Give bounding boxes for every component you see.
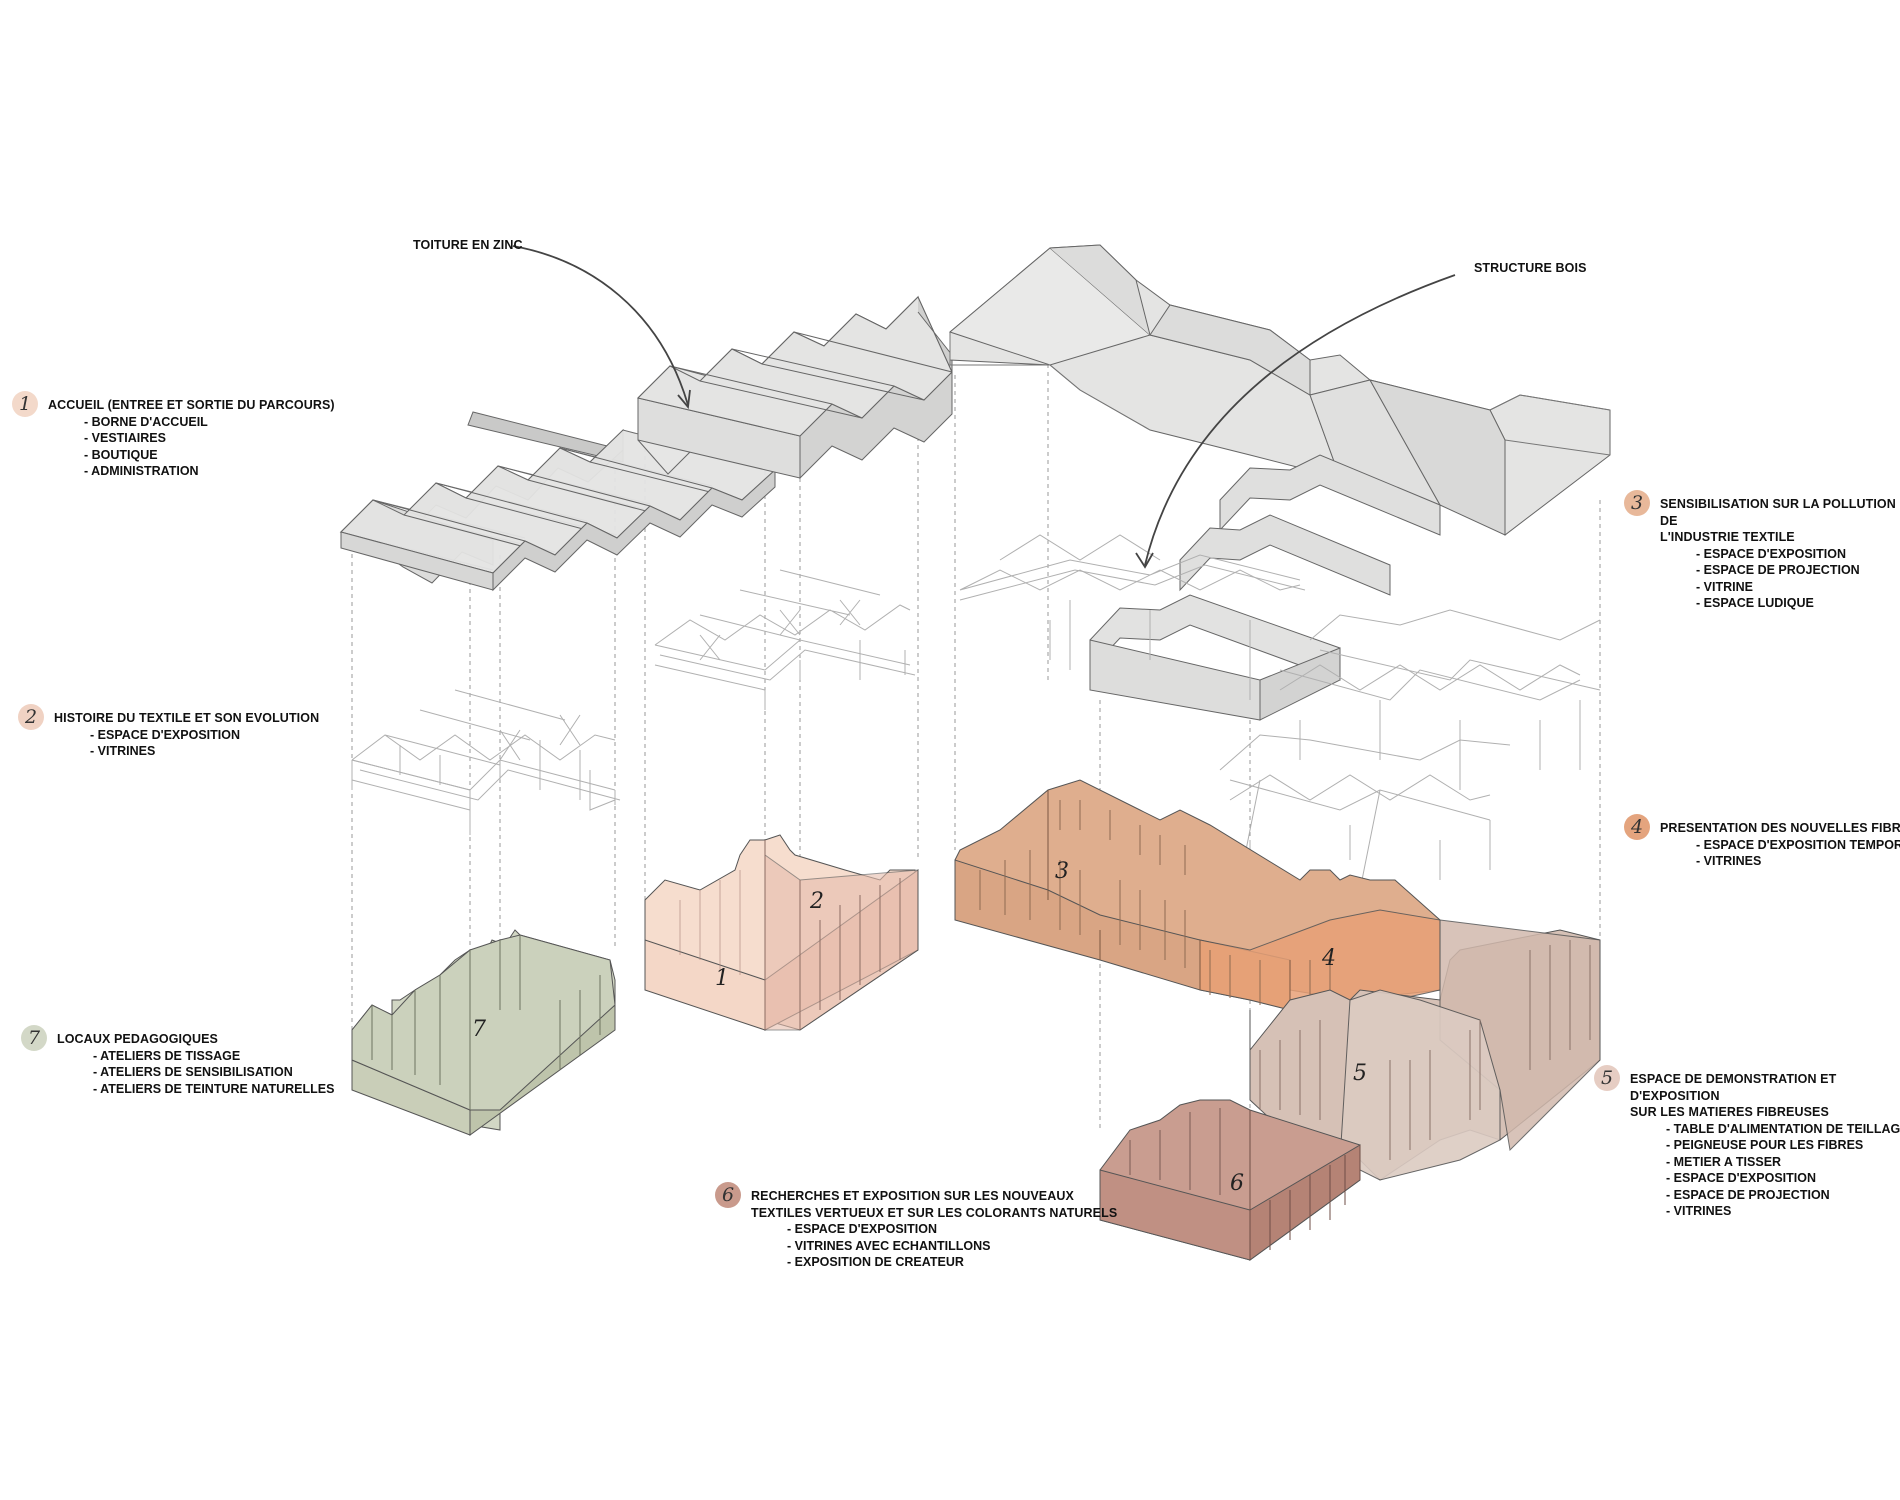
building-7-volume bbox=[351, 929, 616, 1136]
wood-structure-trusses bbox=[351, 534, 1601, 891]
legend-4: 4 PRESENTATION DES NOUVELLES FIBRES ESPA… bbox=[1624, 814, 1900, 870]
legend-item: BOUTIQUE bbox=[84, 447, 335, 464]
legend-6: 6 RECHERCHES ET EXPOSITION SUR LES NOUVE… bbox=[715, 1182, 1118, 1271]
legend-title-7: LOCAUX PEDAGOGIQUES bbox=[57, 1032, 218, 1046]
legend-item: ADMINISTRATION bbox=[84, 463, 335, 480]
legend-item: ESPACE DE PROJECTION bbox=[1696, 562, 1900, 579]
legend-7: 7 LOCAUX PEDAGOGIQUES ATELIERS DE TISSAG… bbox=[21, 1025, 334, 1098]
legend-title-3: SENSIBILISATION SUR LA POLLUTION DE L'IN… bbox=[1660, 497, 1896, 544]
volume-label-3: 3 bbox=[1055, 859, 1069, 884]
callout-arrows bbox=[512, 245, 1456, 569]
legend-5: 5 ESPACE DE DEMONSTRATION ET D'EXPOSITIO… bbox=[1594, 1065, 1900, 1220]
volume-numbers: 1 2 3 4 5 6 7 bbox=[472, 859, 1367, 1196]
legend-number-1: 1 bbox=[12, 391, 38, 417]
legend-item: ATELIERS DE TISSAGE bbox=[93, 1048, 334, 1065]
legend-item: ESPACE D'EXPOSITION TEMPORAIRE bbox=[1696, 837, 1900, 854]
legend-item: EXPOSITION DE CREATEUR bbox=[787, 1254, 1117, 1271]
legend-item: ATELIERS DE SENSIBILISATION bbox=[93, 1064, 334, 1081]
legend-item: VITRINES bbox=[1696, 853, 1900, 870]
volume-label-2: 2 bbox=[809, 889, 824, 914]
legend-number-7: 7 bbox=[21, 1025, 47, 1051]
legend-item: TABLE D'ALIMENTATION DE TEILLAGE bbox=[1666, 1121, 1900, 1138]
legend-2: 2 HISTOIRE DU TEXTILE ET SON EVOLUTION E… bbox=[18, 704, 320, 760]
legend-number-5: 5 bbox=[1594, 1065, 1620, 1091]
zinc-roof-right bbox=[948, 244, 1611, 721]
legend-item: VESTIAIRES bbox=[84, 430, 335, 447]
building-1-2-volume bbox=[644, 834, 919, 1031]
volume-label-6: 6 bbox=[1230, 1171, 1244, 1196]
legend-number-6: 6 bbox=[715, 1182, 741, 1208]
legend-title-2: HISTOIRE DU TEXTILE ET SON EVOLUTION bbox=[54, 711, 320, 725]
legend-item: VITRINE bbox=[1696, 579, 1900, 596]
legend-3: 3 SENSIBILISATION SUR LA POLLUTION DE L'… bbox=[1624, 490, 1900, 612]
legend-item: ESPACE D'EXPOSITION bbox=[1696, 546, 1900, 563]
legend-title-5: ESPACE DE DEMONSTRATION ET D'EXPOSITION … bbox=[1630, 1072, 1837, 1119]
legend-item: VITRINES bbox=[90, 743, 319, 760]
building-5-6-volume bbox=[1099, 919, 1601, 1261]
legend-item: ESPACE D'EXPOSITION bbox=[1666, 1170, 1900, 1187]
volume-label-5: 5 bbox=[1353, 1061, 1367, 1086]
legend-item: ESPACE D'EXPOSITION bbox=[787, 1221, 1117, 1238]
legend-item: ESPACE D'EXPOSITION bbox=[90, 727, 319, 744]
legend-title-1: ACCUEIL (ENTREE ET SORTIE DU PARCOURS) bbox=[48, 398, 335, 412]
legend-item: BORNE D'ACCUEIL bbox=[84, 414, 335, 431]
legend-item: ATELIERS DE TEINTURE NATURELLES bbox=[93, 1081, 334, 1098]
legend-number-2: 2 bbox=[18, 704, 44, 730]
zinc-roof-middle bbox=[637, 295, 953, 480]
legend-title-4: PRESENTATION DES NOUVELLES FIBRES bbox=[1660, 821, 1900, 835]
callout-zinc-roof: TOITURE EN ZINC bbox=[413, 238, 523, 252]
legend-title-6: RECHERCHES ET EXPOSITION SUR LES NOUVEAU… bbox=[751, 1189, 1118, 1220]
legend-1: 1 ACCUEIL (ENTREE ET SORTIE DU PARCOURS)… bbox=[12, 391, 335, 480]
volume-label-1: 1 bbox=[715, 966, 729, 991]
building-3-4-volume bbox=[954, 779, 1441, 1011]
legend-number-3: 3 bbox=[1624, 490, 1650, 516]
volume-label-4: 4 bbox=[1321, 946, 1336, 971]
legend-item: ESPACE DE PROJECTION bbox=[1666, 1187, 1900, 1204]
legend-number-4: 4 bbox=[1624, 814, 1650, 840]
legend-item: PEIGNEUSE POUR LES FIBRES bbox=[1666, 1137, 1900, 1154]
legend-item: ESPACE LUDIQUE bbox=[1696, 595, 1900, 612]
legend-item: VITRINES AVEC ECHANTILLONS bbox=[787, 1238, 1117, 1255]
callout-wood-structure: STRUCTURE BOIS bbox=[1474, 261, 1587, 275]
legend-item: VITRINES bbox=[1666, 1203, 1900, 1220]
volume-label-7: 7 bbox=[472, 1017, 486, 1042]
legend-item: METIER A TISSER bbox=[1666, 1154, 1900, 1171]
